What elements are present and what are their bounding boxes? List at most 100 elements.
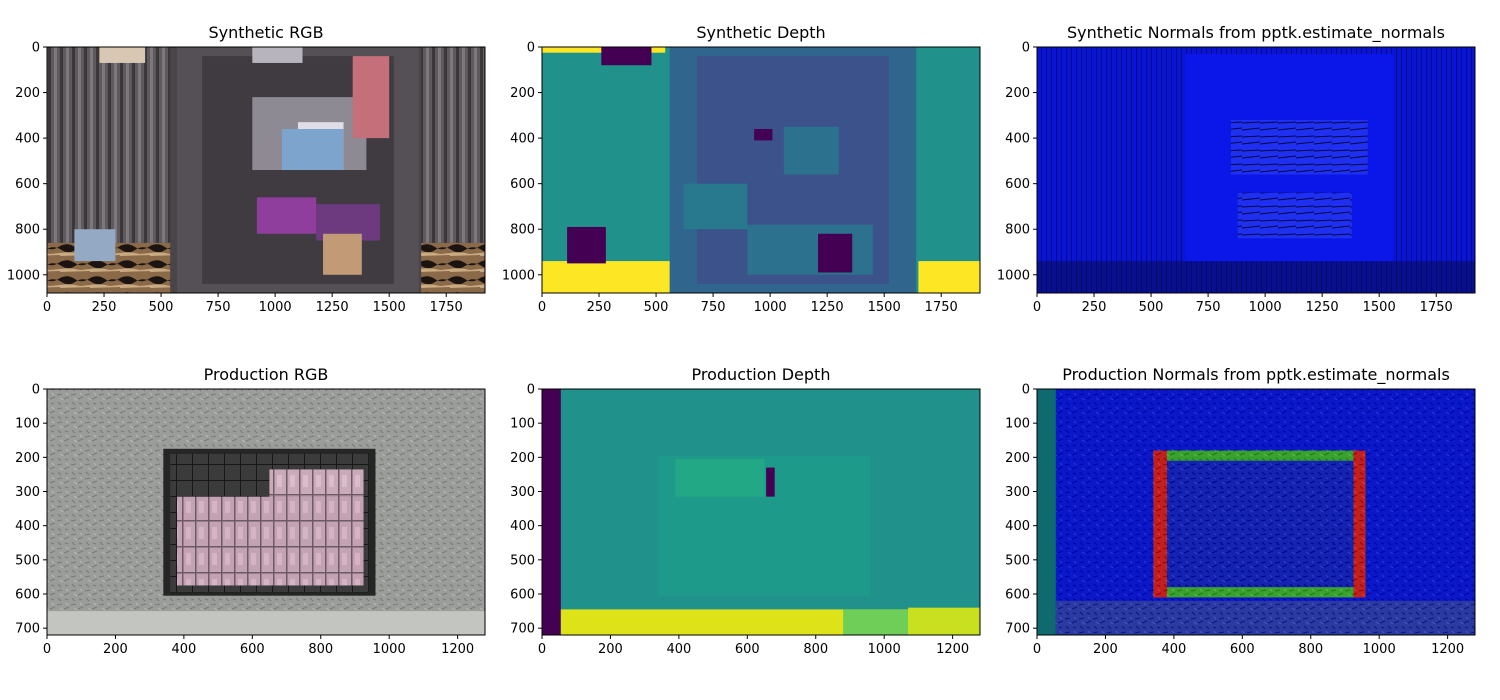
image-region	[683, 183, 748, 230]
x-tick-label: 0	[538, 642, 546, 657]
x-tick-label: 500	[1139, 300, 1164, 315]
image-region	[1237, 192, 1352, 239]
image-production-normals	[1037, 389, 1475, 635]
axes-frame	[541, 388, 981, 636]
x-tick-label: 200	[598, 642, 623, 657]
y-tick-label: 800	[510, 223, 535, 238]
image-production-depth	[542, 389, 980, 635]
y-tick-label: 0	[1022, 41, 1030, 56]
y-tick-label: 400	[1005, 132, 1030, 147]
y-tick-label: 800	[1005, 223, 1030, 238]
y-tick-label: 200	[15, 86, 40, 101]
y-tick-label: 700	[1005, 622, 1030, 637]
y-tick-label: 200	[1005, 86, 1030, 101]
image-region	[783, 126, 839, 175]
x-tick-label: 1000	[373, 642, 406, 657]
y-tick-label: 0	[32, 41, 40, 56]
image-region	[542, 389, 561, 635]
image-region	[1037, 389, 1056, 635]
y-tick-label: 600	[1005, 588, 1030, 603]
x-tick-label: 1000	[1249, 300, 1282, 315]
image-region	[918, 261, 980, 293]
y-tick-label: 300	[510, 485, 535, 500]
image-region	[74, 229, 116, 262]
x-tick-label: 0	[43, 300, 51, 315]
image-region	[601, 47, 652, 66]
y-tick-label: 200	[510, 86, 535, 101]
x-tick-label: 250	[587, 300, 612, 315]
x-tick-label: 750	[206, 300, 231, 315]
x-tick-label: 800	[1298, 642, 1323, 657]
y-tick-label: 600	[15, 588, 40, 603]
image-region	[47, 47, 171, 243]
y-tick-label: 600	[510, 588, 535, 603]
x-tick-label: 500	[149, 300, 174, 315]
y-tick-label: 400	[15, 519, 40, 534]
x-tick-label: 200	[103, 642, 128, 657]
x-tick-label: 1250	[1306, 300, 1339, 315]
x-tick-label: 1750	[430, 300, 463, 315]
image-region	[1230, 119, 1368, 175]
y-tick-label: 600	[1005, 177, 1030, 192]
panel-title: Synthetic RGB	[208, 23, 323, 42]
y-tick-label: 0	[527, 383, 535, 398]
image-region	[542, 261, 670, 293]
image-region	[421, 242, 485, 293]
y-tick-label: 0	[1022, 383, 1030, 398]
x-tick-label: 1200	[441, 642, 474, 657]
image-region	[177, 496, 364, 586]
panel-title: Synthetic Depth	[696, 23, 825, 42]
axes-frame	[541, 46, 981, 294]
image-production-rgb	[47, 389, 485, 635]
x-tick-label: 1250	[316, 300, 349, 315]
x-tick-label: 1500	[868, 300, 901, 315]
y-tick-label: 100	[1005, 417, 1030, 432]
y-tick-label: 200	[510, 451, 535, 466]
image-region	[754, 129, 773, 141]
x-tick-label: 1200	[936, 642, 969, 657]
y-tick-label: 400	[510, 519, 535, 534]
image-region	[1153, 450, 1366, 598]
axes-frame	[1036, 388, 1476, 636]
panel-title: Production Normals from pptk.estimate_no…	[1062, 365, 1450, 385]
image-region	[766, 467, 775, 497]
image-region	[269, 469, 364, 497]
image-region	[908, 607, 980, 635]
image-region	[47, 611, 485, 635]
y-tick-label: 0	[527, 41, 535, 56]
y-tick-label: 700	[510, 622, 535, 637]
x-tick-label: 600	[735, 642, 760, 657]
x-tick-label: 1000	[259, 300, 292, 315]
y-tick-label: 500	[510, 553, 535, 568]
x-tick-label: 0	[538, 300, 546, 315]
y-tick-label: 600	[15, 177, 40, 192]
image-region	[1153, 450, 1168, 598]
y-tick-label: 500	[15, 553, 40, 568]
x-tick-label: 250	[1082, 300, 1107, 315]
x-tick-label: 800	[308, 642, 333, 657]
y-tick-label: 0	[32, 383, 40, 398]
image-region	[352, 56, 390, 139]
image-region	[675, 459, 765, 497]
x-tick-label: 600	[240, 642, 265, 657]
x-tick-label: 0	[1033, 300, 1041, 315]
y-tick-label: 400	[1005, 519, 1030, 534]
y-tick-label: 100	[510, 417, 535, 432]
x-tick-label: 1000	[868, 642, 901, 657]
y-tick-label: 100	[15, 417, 40, 432]
y-tick-label: 300	[15, 485, 40, 500]
x-tick-label: 750	[1196, 300, 1221, 315]
x-tick-label: 0	[1033, 642, 1041, 657]
image-region	[1353, 450, 1366, 598]
image-region	[818, 233, 853, 273]
image-region	[1153, 450, 1366, 461]
x-tick-label: 1250	[811, 300, 844, 315]
x-tick-label: 500	[644, 300, 669, 315]
x-tick-label: 600	[1230, 642, 1255, 657]
image-region	[281, 129, 344, 170]
x-tick-label: 1750	[1420, 300, 1453, 315]
panel-title: Synthetic Normals from pptk.estimate_nor…	[1067, 23, 1445, 43]
